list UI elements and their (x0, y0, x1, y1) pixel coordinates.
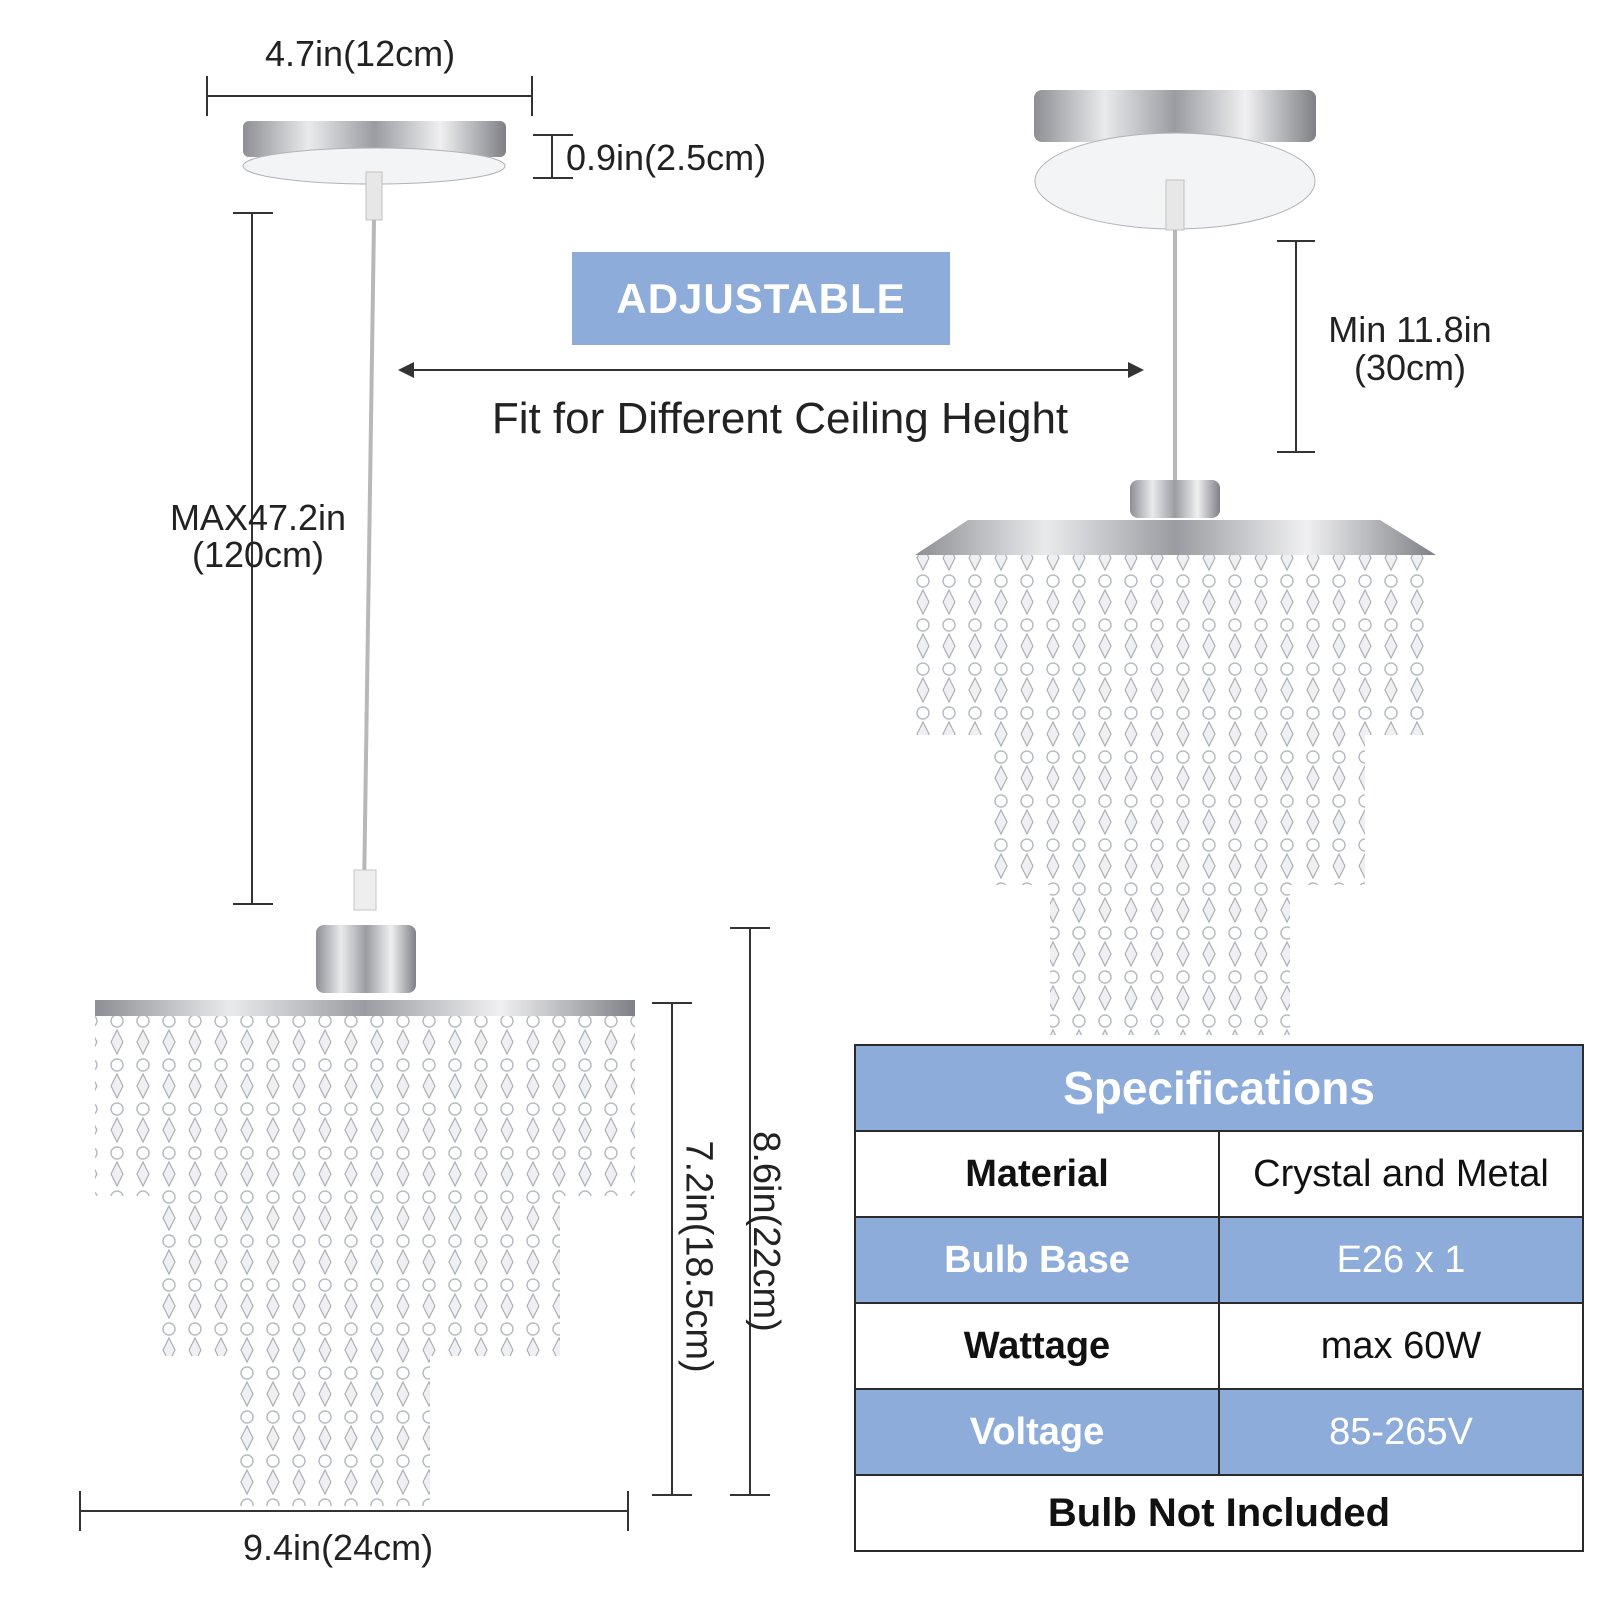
spec-value: 85-265V (1218, 1388, 1584, 1476)
max-cord-label-line2: (120cm) (191, 534, 325, 575)
spec-value: E26 x 1 (1218, 1216, 1584, 1304)
spec-label: Wattage (854, 1302, 1220, 1390)
shade-height-label: 7.2in(18.5cm) (677, 1140, 720, 1373)
canopy-width-label: 4.7in(12cm) (265, 33, 456, 74)
dimension-lines (79, 76, 1315, 1531)
total-height-label: 8.6in(22cm) (744, 1131, 787, 1332)
bulb-not-included-note: Bulb Not Included (854, 1474, 1584, 1552)
left-lamp (95, 121, 635, 1506)
spec-row-bulb-base: Bulb Base E26 x 1 (854, 1216, 1584, 1304)
spec-label: Bulb Base (854, 1216, 1220, 1304)
adjustable-caption: Fit for Different Ceiling Height (491, 394, 1069, 443)
spec-value: max 60W (1218, 1302, 1584, 1390)
canopy-height-label: 0.9in(2.5cm) (566, 137, 767, 178)
min-cord-label-line2: (30cm) (1353, 347, 1466, 388)
spec-value: Crystal and Metal (1218, 1130, 1584, 1218)
shade-width-label: 9.4in(24cm) (243, 1527, 434, 1568)
arrow-left-icon (398, 362, 414, 378)
min-cord-label-line1: Min 11.8in (1328, 309, 1492, 350)
adjustable-badge: ADJUSTABLE (572, 252, 950, 345)
specifications-table: Specifications Material Crystal and Meta… (854, 1044, 1584, 1552)
spec-label: Material (854, 1130, 1220, 1218)
spec-label: Voltage (854, 1388, 1220, 1476)
max-cord-label-line1: MAX47.2in (169, 497, 347, 538)
spec-row-material: Material Crystal and Metal (854, 1130, 1584, 1218)
spec-row-voltage: Voltage 85-265V (854, 1388, 1584, 1476)
arrow-right-icon (1128, 362, 1144, 378)
right-lamp (915, 90, 1436, 1035)
specifications-title: Specifications (854, 1044, 1584, 1132)
spec-row-wattage: Wattage max 60W (854, 1302, 1584, 1390)
